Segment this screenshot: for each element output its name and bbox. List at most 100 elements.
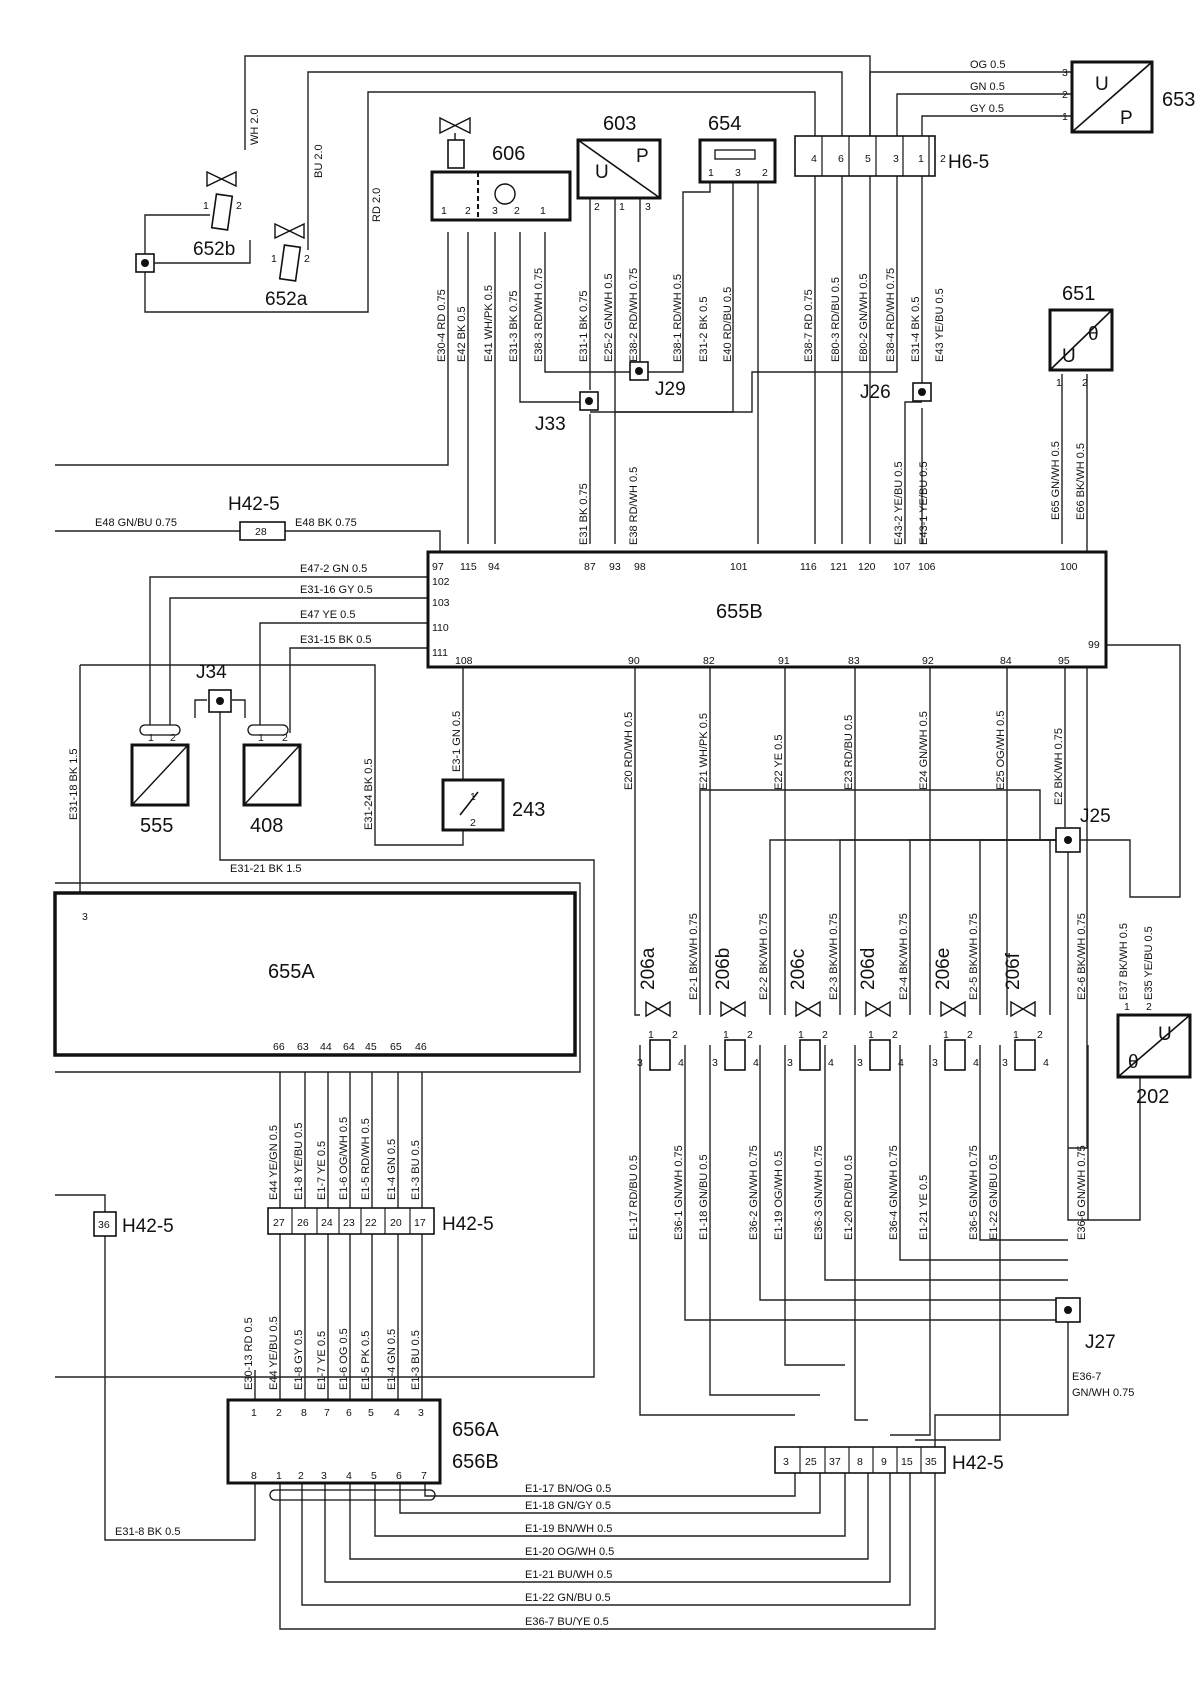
svg-text:1: 1 (271, 253, 277, 265)
svg-text:1: 1 (148, 732, 154, 744)
svg-text:36: 36 (98, 1219, 110, 1231)
svg-text:E2-5 BK/WH 0.75: E2-5 BK/WH 0.75 (968, 913, 980, 1000)
svg-text:2: 2 (672, 1029, 678, 1041)
svg-text:H42-5: H42-5 (122, 1216, 174, 1237)
svg-text:P: P (636, 146, 649, 167)
svg-text:45: 45 (365, 1041, 377, 1053)
svg-text:1: 1 (470, 791, 476, 803)
svg-text:E36-3 GN/WH 0.75: E36-3 GN/WH 0.75 (813, 1145, 825, 1240)
svg-text:5: 5 (865, 153, 871, 165)
svg-text:E35 YE/BU 0.5: E35 YE/BU 0.5 (1143, 926, 1155, 1000)
control-module-655a: 655A 3 66 63 44 64 45 65 46 (53, 891, 577, 1057)
svg-text:3: 3 (637, 1057, 643, 1069)
svg-text:4: 4 (1043, 1057, 1049, 1069)
svg-text:E1-21 BU/WH 0.5: E1-21 BU/WH 0.5 (525, 1569, 612, 1581)
label-606: 606 (492, 143, 525, 165)
pressure-sensor-653: U P 653 3 2 1 (1062, 60, 1195, 134)
svg-text:E30-13 RD 0.5: E30-13 RD 0.5 (243, 1317, 255, 1390)
svg-text:E40 RD/BU 0.5: E40 RD/BU 0.5 (722, 287, 734, 362)
connector-h42-5-28: 28 H42-5 (228, 494, 286, 541)
svg-text:E1-22 GN/BU 0.5: E1-22 GN/BU 0.5 (988, 1154, 1000, 1240)
label-555: 555 (140, 815, 173, 837)
sensor-letter-p: P (1120, 108, 1133, 129)
svg-text:26: 26 (297, 1217, 309, 1229)
svg-text:GN 0.5: GN 0.5 (970, 81, 1005, 93)
svg-text:1: 1 (251, 1407, 257, 1419)
connector-h6-5: 4 6 5 3 1 2 H6-5 (794, 135, 989, 177)
svg-text:65: 65 (390, 1041, 402, 1053)
svg-text:83: 83 (848, 655, 860, 667)
splice-j26: J26 (860, 382, 932, 403)
svg-text:E24 GN/WH 0.5: E24 GN/WH 0.5 (918, 711, 930, 790)
svg-text:6: 6 (346, 1407, 352, 1419)
svg-text:E1-4 GN 0.5: E1-4 GN 0.5 (386, 1139, 398, 1200)
svg-text:6: 6 (396, 1470, 402, 1482)
label-202: 202 (1136, 1086, 1169, 1108)
svg-text:6: 6 (838, 153, 844, 165)
label-655b: 655B (716, 601, 763, 623)
svg-text:2: 2 (304, 253, 310, 265)
harness-shield (269, 1489, 436, 1501)
svg-text:E2-2 BK/WH 0.75: E2-2 BK/WH 0.75 (758, 913, 770, 1000)
svg-text:2: 2 (470, 817, 476, 829)
sensor-408: 1 2 408 (242, 724, 302, 837)
svg-text:E48 GN/BU 0.75: E48 GN/BU 0.75 (95, 517, 177, 529)
svg-text:E36-4 GN/WH 0.75: E36-4 GN/WH 0.75 (888, 1145, 900, 1240)
svg-text:87: 87 (584, 561, 596, 573)
svg-text:94: 94 (488, 561, 500, 573)
svg-text:E1-6 OG/WH 0.5: E1-6 OG/WH 0.5 (338, 1117, 350, 1200)
svg-text:116: 116 (800, 561, 817, 573)
label-243: 243 (512, 799, 545, 821)
wires (55, 55, 1181, 1630)
svg-text:E1-7 YE 0.5: E1-7 YE 0.5 (316, 1141, 328, 1200)
svg-text:E37 BK/WH 0.5: E37 BK/WH 0.5 (1118, 923, 1130, 1000)
pressure-sensor-603: U P 603 2 1 3 (576, 113, 662, 213)
svg-text:110: 110 (432, 622, 449, 634)
svg-text:2: 2 (892, 1029, 898, 1041)
connector-h42-5-mid: 27 26 24 23 22 20 17 H42-5 (267, 1207, 494, 1235)
svg-text:2: 2 (594, 201, 600, 213)
svg-text:1: 1 (1124, 1001, 1130, 1013)
label-655a: 655A (268, 961, 315, 983)
svg-text:E80-3 RD/BU 0.5: E80-3 RD/BU 0.5 (830, 277, 842, 362)
svg-text:3: 3 (418, 1407, 424, 1419)
svg-text:E22 YE 0.5: E22 YE 0.5 (773, 735, 785, 790)
svg-text:1: 1 (648, 1029, 654, 1041)
svg-text:3: 3 (645, 201, 651, 213)
svg-text:1: 1 (1056, 377, 1062, 389)
svg-text:E43-2 YE/BU 0.5: E43-2 YE/BU 0.5 (893, 461, 905, 545)
svg-text:E3-1 GN 0.5: E3-1 GN 0.5 (451, 711, 463, 772)
svg-text:90: 90 (628, 655, 640, 667)
svg-text:E1-7 YE 0.5: E1-7 YE 0.5 (316, 1331, 328, 1390)
svg-text:E25-2 GN/WH 0.5: E25-2 GN/WH 0.5 (603, 273, 615, 362)
svg-text:3: 3 (321, 1470, 327, 1482)
valve-206d: 1 2 3 4 206d (857, 948, 904, 1071)
svg-text:E1-20 OG/WH 0.5: E1-20 OG/WH 0.5 (525, 1546, 614, 1558)
svg-text:E38-7 RD 0.75: E38-7 RD 0.75 (803, 289, 815, 362)
svg-text:1: 1 (798, 1029, 804, 1041)
svg-text:E31-8 BK 0.5: E31-8 BK 0.5 (115, 1526, 180, 1538)
svg-text:E31-1 BK 0.75: E31-1 BK 0.75 (578, 290, 590, 362)
label-603: 603 (603, 113, 636, 135)
svg-text:3: 3 (893, 153, 899, 165)
svg-text:66: 66 (273, 1041, 285, 1053)
svg-text:E31-4 BK 0.5: E31-4 BK 0.5 (910, 297, 922, 362)
svg-text:E38 RD/WH 0.5: E38 RD/WH 0.5 (628, 467, 640, 545)
svg-text:1: 1 (258, 732, 264, 744)
label-652b: 652b (193, 239, 235, 260)
svg-text:E1-17 RD/BU 0.5: E1-17 RD/BU 0.5 (628, 1155, 640, 1240)
svg-text:37: 37 (829, 1456, 841, 1468)
svg-text:63: 63 (297, 1041, 309, 1053)
svg-text:E1-6 OG 0.5: E1-6 OG 0.5 (338, 1328, 350, 1390)
svg-text:E2-4 BK/WH 0.75: E2-4 BK/WH 0.75 (898, 913, 910, 1000)
label-654: 654 (708, 113, 741, 135)
svg-text:1: 1 (708, 167, 714, 179)
svg-text:35: 35 (925, 1456, 937, 1468)
svg-text:E2-1 BK/WH 0.75: E2-1 BK/WH 0.75 (688, 913, 700, 1000)
svg-text:E23 RD/BU 0.5: E23 RD/BU 0.5 (843, 715, 855, 790)
connector-h42-5-36: 36 H42-5 (93, 1211, 174, 1237)
svg-text:8: 8 (857, 1456, 863, 1468)
temperature-sensor-651: U θ 651 1 2 (1048, 283, 1114, 389)
label-408: 408 (250, 815, 283, 837)
